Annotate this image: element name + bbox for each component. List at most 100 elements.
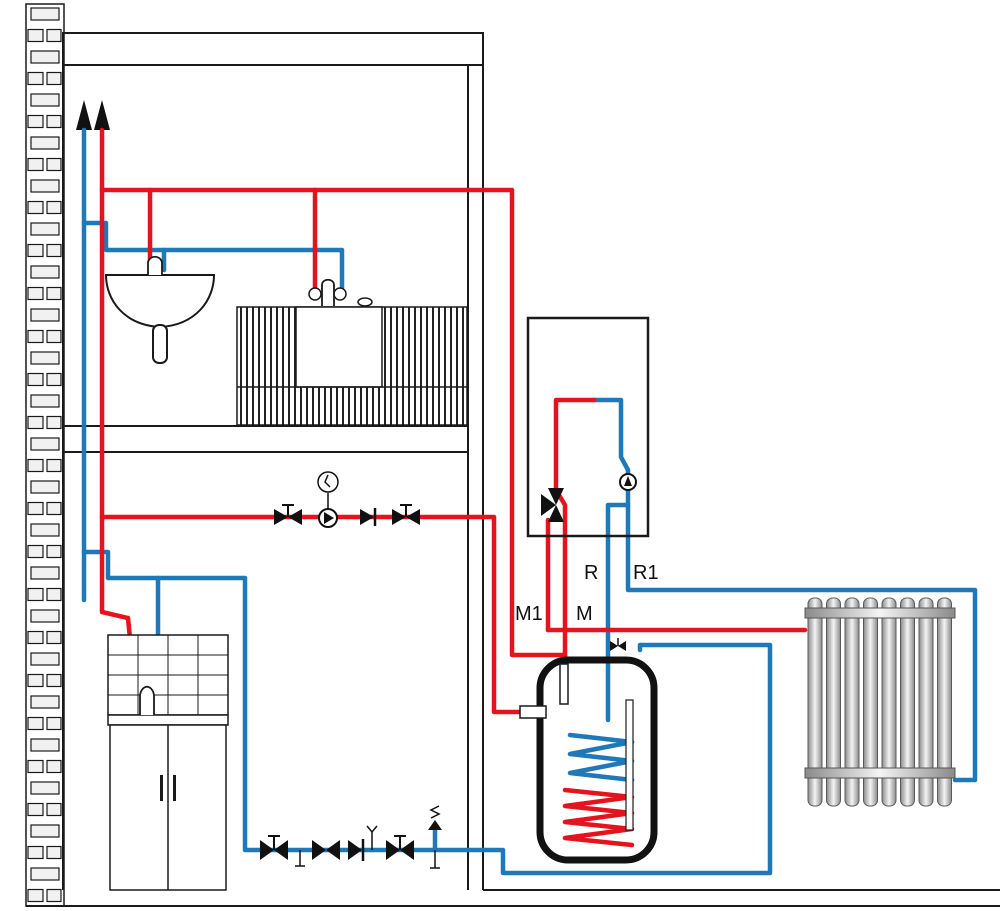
building-outline <box>26 32 1000 907</box>
label-m: M <box>576 603 593 625</box>
brick <box>30 50 60 64</box>
brick <box>27 802 44 817</box>
brick <box>27 200 44 215</box>
radiator-section <box>863 597 878 807</box>
brick <box>46 286 62 301</box>
check-valve-icon <box>360 508 377 526</box>
radiator-icon <box>804 597 956 807</box>
brick <box>30 7 60 21</box>
cold-inlet-fittings <box>260 805 442 869</box>
gate-valve-icon <box>386 835 414 860</box>
gate-valve-icon <box>312 840 340 860</box>
brick <box>30 136 60 150</box>
hot-water-tank-icon <box>519 638 658 864</box>
gate-valve-icon <box>274 504 302 525</box>
brick <box>46 28 62 43</box>
washbasin-icon <box>104 255 216 364</box>
label-r1: R1 <box>633 562 659 584</box>
brick <box>27 286 44 301</box>
brick <box>27 501 44 516</box>
brick <box>46 243 62 258</box>
brick <box>46 71 62 86</box>
brick <box>30 695 60 709</box>
brick <box>27 71 44 86</box>
brick <box>30 308 60 322</box>
pipe-labels: R R1 M1 M <box>515 562 659 625</box>
brick <box>46 759 62 774</box>
circulation-pump-icon <box>318 493 338 528</box>
brick <box>27 759 44 774</box>
brick <box>27 372 44 387</box>
brick <box>30 523 60 537</box>
brick <box>46 845 62 860</box>
brick <box>46 888 62 903</box>
boiler-icon <box>526 316 650 538</box>
brick <box>27 157 44 172</box>
brick <box>27 587 44 602</box>
vent-arrow-icon <box>76 100 110 130</box>
brick <box>46 114 62 129</box>
brick <box>30 738 60 752</box>
brick <box>46 716 62 731</box>
brick <box>27 845 44 860</box>
brick <box>30 179 60 193</box>
brick <box>46 458 62 473</box>
tank-vent-valve-icon <box>610 638 626 651</box>
brick <box>46 329 62 344</box>
check-valve-icon <box>348 825 378 861</box>
brick <box>30 93 60 107</box>
brick <box>27 243 44 258</box>
brick <box>46 802 62 817</box>
brick <box>46 630 62 645</box>
recirculation-fittings <box>274 471 420 528</box>
bath-faucet-icon <box>308 278 373 307</box>
brick <box>46 372 62 387</box>
brick <box>46 157 62 172</box>
brick <box>27 888 44 903</box>
brick <box>27 28 44 43</box>
brick-wall <box>25 3 65 907</box>
label-m1: M1 <box>515 603 543 625</box>
brick <box>27 630 44 645</box>
brick <box>30 437 60 451</box>
brick <box>46 673 62 688</box>
brick <box>27 458 44 473</box>
brick <box>46 415 62 430</box>
brick <box>46 200 62 215</box>
brick <box>27 544 44 559</box>
radiator-section <box>918 597 934 807</box>
brick <box>46 501 62 516</box>
radiator-section <box>881 597 897 807</box>
label-r: R <box>584 562 598 584</box>
safety-valve-icon <box>428 805 442 869</box>
three-way-valve-icon <box>541 488 564 522</box>
timer-clock-icon <box>317 471 339 493</box>
radiator-section <box>900 597 915 807</box>
brick <box>46 587 62 602</box>
radiator-section <box>826 597 841 807</box>
brick <box>30 265 60 279</box>
brick <box>27 114 44 129</box>
gate-valve-icon <box>392 504 420 525</box>
brick <box>30 781 60 795</box>
brick <box>30 566 60 580</box>
radiator-section <box>807 597 823 807</box>
brick <box>30 480 60 494</box>
brick <box>27 415 44 430</box>
brick <box>30 824 60 838</box>
brick <box>30 609 60 623</box>
brick <box>27 329 44 344</box>
brick <box>27 673 44 688</box>
gate-valve-icon <box>260 835 305 867</box>
brick <box>27 716 44 731</box>
brick <box>30 867 60 881</box>
radiator-section <box>844 597 860 807</box>
boiler-pump-icon <box>619 473 637 491</box>
bathtub-icon <box>236 278 468 426</box>
brick <box>30 351 60 365</box>
kitchen-sink-icon <box>107 634 229 891</box>
radiator-section <box>937 597 952 807</box>
brick <box>30 394 60 408</box>
brick <box>46 544 62 559</box>
